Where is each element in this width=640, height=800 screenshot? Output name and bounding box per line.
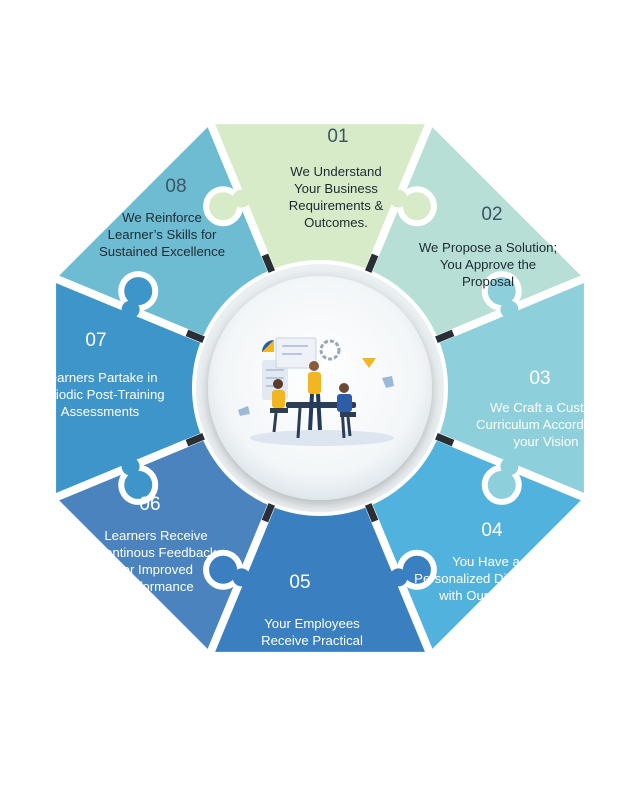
step-caption-line: Outcomes. bbox=[304, 215, 368, 230]
step-number: 05 bbox=[289, 572, 310, 593]
step-caption-line: your Vision bbox=[514, 434, 579, 449]
puzzle-tab-neck bbox=[121, 300, 140, 319]
step-caption-line: with Our Trainer bbox=[438, 588, 533, 603]
step-caption-line: Your Business bbox=[294, 181, 378, 196]
boundary-marker bbox=[364, 253, 379, 273]
step-number: 08 bbox=[165, 176, 186, 197]
step-caption-line: Sustained Excellence bbox=[99, 244, 225, 259]
puzzle-tab-neck bbox=[500, 300, 519, 319]
boundary-marker bbox=[364, 503, 379, 523]
step-caption-line: Periodic Post-Training bbox=[35, 387, 164, 402]
step-caption-line: Performance bbox=[118, 579, 194, 594]
step-caption-line: for Improved bbox=[119, 562, 193, 577]
step-caption-line: You Approve the bbox=[440, 257, 536, 272]
step-caption-line: We Reinforce bbox=[122, 210, 202, 225]
step-caption-line: We Understand bbox=[290, 164, 381, 179]
step-number: 07 bbox=[85, 330, 106, 351]
puzzle-tab-neck bbox=[232, 189, 251, 208]
step-number: 01 bbox=[327, 126, 348, 147]
step-caption-line: Requirements & bbox=[289, 198, 384, 213]
step-number: 04 bbox=[481, 520, 503, 541]
step-caption-line: Curriculum According to bbox=[476, 417, 616, 432]
boundary-marker bbox=[435, 432, 455, 447]
step-caption-line: Assessments bbox=[61, 404, 140, 419]
puzzle-tab-neck bbox=[500, 457, 519, 476]
puzzle-tab-neck bbox=[232, 568, 251, 587]
step-caption-line: & Customized Training bbox=[246, 650, 379, 665]
step-caption-line: Your Employees bbox=[264, 616, 360, 631]
boundary-marker bbox=[261, 503, 276, 523]
step-caption-line: You Have a bbox=[452, 554, 520, 569]
step-caption-line: We Propose a Solution; bbox=[419, 240, 557, 255]
step-caption-line: We Craft a Custom bbox=[490, 400, 602, 415]
boundary-marker bbox=[435, 329, 455, 344]
step-caption-line: Learners Partake in bbox=[42, 370, 157, 385]
step-caption-line: Learner’s Skills for bbox=[108, 227, 217, 242]
step-number: 02 bbox=[481, 204, 502, 225]
step-caption-line: Continous Feedback bbox=[96, 545, 217, 560]
team-meeting-illustration-icon bbox=[238, 337, 394, 446]
step-number: 06 bbox=[139, 494, 160, 515]
step-caption-line: Learners Receive bbox=[104, 528, 207, 543]
step-caption-line: Personalized Discussion bbox=[414, 571, 558, 586]
step-caption-line: Receive Practical bbox=[261, 633, 363, 648]
boundary-marker bbox=[185, 432, 205, 447]
boundary-marker bbox=[185, 329, 205, 344]
puzzle-tab-neck bbox=[389, 568, 408, 587]
boundary-marker bbox=[261, 253, 276, 273]
step-number: 03 bbox=[529, 368, 550, 389]
step-caption-line: Proposal bbox=[462, 274, 514, 289]
puzzle-tab-neck bbox=[121, 457, 140, 476]
puzzle-tab-neck bbox=[389, 189, 408, 208]
